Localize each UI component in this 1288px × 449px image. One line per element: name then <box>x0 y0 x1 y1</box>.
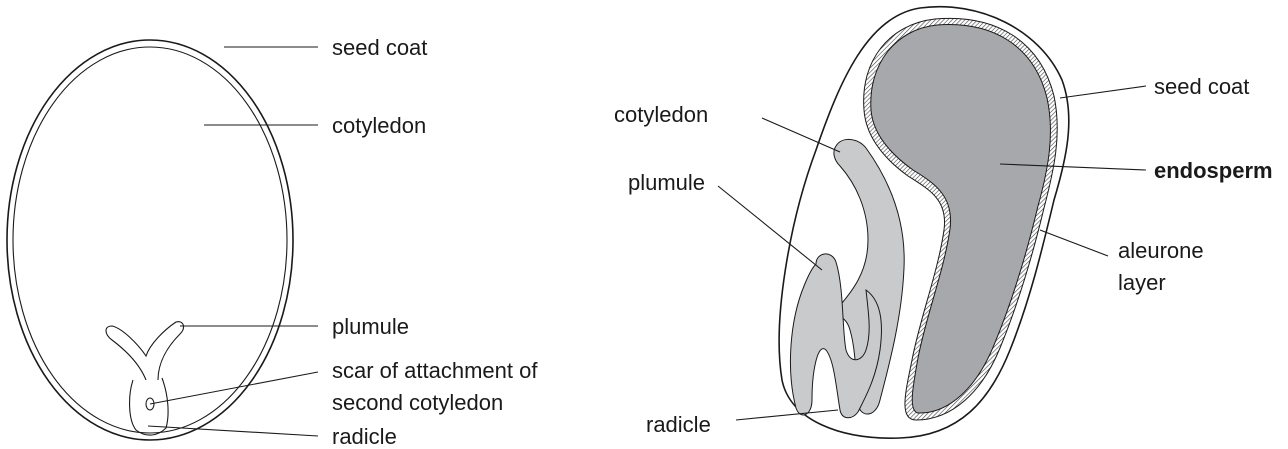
label-aleurone-line2: layer <box>1118 270 1166 295</box>
label-scar-line1: scar of attachment of <box>332 358 538 383</box>
label-plumule-left: plumule <box>332 314 409 339</box>
label-radicle-left: radicle <box>332 424 397 444</box>
label-cotyledon-right: cotyledon <box>614 102 708 127</box>
label-seed-coat-left: seed coat <box>332 35 427 60</box>
label-plumule-right: plumule <box>628 170 705 195</box>
label-radicle-right: radicle <box>646 412 711 437</box>
dicot-seed-diagram: seed coat cotyledon plumule scar of atta… <box>7 35 538 444</box>
leader-seed-coat-right <box>1060 86 1146 98</box>
leader-aleurone-right <box>1040 230 1108 256</box>
monocot-seed-diagram: cotyledon plumule radicle seed coat endo… <box>614 7 1273 438</box>
label-endosperm-right: endosperm <box>1154 158 1273 183</box>
label-cotyledon-left: cotyledon <box>332 113 426 138</box>
label-scar-line2: second cotyledon <box>332 390 503 415</box>
label-seed-coat-right: seed coat <box>1154 74 1249 99</box>
label-aleurone-line1: aleurone <box>1118 238 1204 263</box>
seed-coat-outer <box>7 40 293 440</box>
